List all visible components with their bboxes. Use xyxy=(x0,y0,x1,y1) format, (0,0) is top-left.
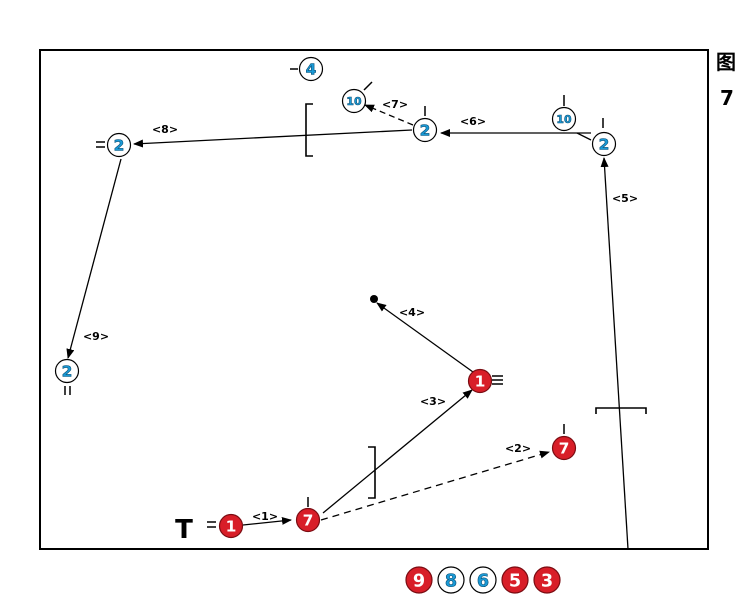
step-label-8: <8> xyxy=(152,123,178,136)
step-label-5: <5> xyxy=(612,192,638,205)
bench-player-2-marker xyxy=(437,566,465,594)
path-1 xyxy=(242,516,292,526)
ball-target-dot xyxy=(370,295,378,303)
bench-player-3: 6 xyxy=(469,566,497,594)
player-red-1-mid-number: 1 xyxy=(475,373,486,391)
path-3 xyxy=(322,389,473,514)
player-blue-4-top: 4 xyxy=(298,56,324,82)
bench-player-1: 9 xyxy=(405,566,433,594)
player-blue-10-top-marker xyxy=(341,88,367,114)
player-red-1-bottom-marker xyxy=(218,513,244,539)
player-red-7-bottom: 7 xyxy=(295,507,321,533)
bench-player-3-number: 6 xyxy=(477,571,489,591)
player-blue-2-right-number: 2 xyxy=(599,136,610,154)
bench-player-1-number: 9 xyxy=(413,571,425,591)
step-label-2: <2> xyxy=(505,442,531,455)
player-blue-2-mid-number: 2 xyxy=(420,122,431,140)
step-label-7: <7> xyxy=(382,98,408,111)
player-ticks xyxy=(64,68,604,528)
player-blue-10-right-marker xyxy=(551,106,577,132)
player-red-7-bottom-number: 7 xyxy=(303,512,314,530)
t-marker: T xyxy=(175,515,193,545)
player-blue-2-bottomleft: 2 xyxy=(54,358,80,384)
path-6-feed xyxy=(576,132,592,141)
player-blue-10-right: 10 xyxy=(551,106,577,132)
player-blue-4-top-number: 4 xyxy=(306,61,317,79)
bench-player-4: 5 xyxy=(501,566,529,594)
step-label-3: <3> xyxy=(420,395,446,408)
player-red-1-mid: 1 xyxy=(467,368,493,394)
player-red-7-right: 7 xyxy=(551,435,577,461)
movement-lines xyxy=(66,104,629,550)
bench-player-1-marker xyxy=(405,566,433,594)
bench-player-2: 8 xyxy=(437,566,465,594)
player-red-7-bottom-marker xyxy=(295,507,321,533)
path-9 xyxy=(66,158,122,359)
players: 1 7 1 7 2 10 2 10 4 2 2 xyxy=(54,56,617,539)
player-blue-10-top: 10 xyxy=(341,88,367,114)
player-blue-2-right: 2 xyxy=(591,131,617,157)
player-blue-4-top-marker xyxy=(298,56,324,82)
bench-player-5-marker xyxy=(533,566,561,594)
player-blue-2-left-number: 2 xyxy=(114,137,125,155)
bench-player-2-number: 8 xyxy=(445,571,457,591)
player-red-7-right-number: 7 xyxy=(559,440,570,458)
player-red-1-bottom-number: 1 xyxy=(226,518,237,536)
step-label-4: <4> xyxy=(399,306,425,319)
path-4 xyxy=(376,302,474,373)
player-red-1-bottom: 1 xyxy=(218,513,244,539)
figure-label: 图 xyxy=(716,50,736,74)
bench-player-5: 3 xyxy=(533,566,561,594)
player-blue-10-top-number: 10 xyxy=(346,95,362,108)
player-blue-2-left: 2 xyxy=(106,132,132,158)
player-red-7-right-marker xyxy=(551,435,577,461)
screen-markers xyxy=(305,103,647,499)
player-blue-10-right-number: 10 xyxy=(556,113,572,126)
player-blue-2-bottomleft-marker xyxy=(54,358,80,384)
path-7-dashed xyxy=(364,104,414,126)
bench-player-3-marker xyxy=(469,566,497,594)
screen-marker-bottom xyxy=(368,446,376,499)
bench-player-4-number: 5 xyxy=(509,571,521,591)
player-red-1-mid-marker xyxy=(467,368,493,394)
step-label-6: <6> xyxy=(460,115,486,128)
screen-marker-right xyxy=(595,407,647,414)
player-blue-2-right-marker xyxy=(591,131,617,157)
bench-player-4-marker xyxy=(501,566,529,594)
figure-number: 7 xyxy=(720,86,734,110)
court-boundary xyxy=(39,49,709,550)
step-labels: <1> <2> <3> <4> <5> <6> <7> <8> <9> xyxy=(83,98,638,523)
step-label-9: <9> xyxy=(83,330,109,343)
player-blue-2-left-marker xyxy=(106,132,132,158)
path-2-dashed xyxy=(320,450,550,521)
step-label-1: <1> xyxy=(252,510,278,523)
screen-marker-top xyxy=(305,103,313,157)
path-8 xyxy=(133,129,413,148)
player-blue-2-mid: 2 xyxy=(412,117,438,143)
bench-player-5-number: 3 xyxy=(541,571,553,591)
player-blue-2-mid-marker xyxy=(412,117,438,143)
path-5 xyxy=(600,157,629,550)
player-blue-2-bottomleft-number: 2 xyxy=(62,363,73,381)
